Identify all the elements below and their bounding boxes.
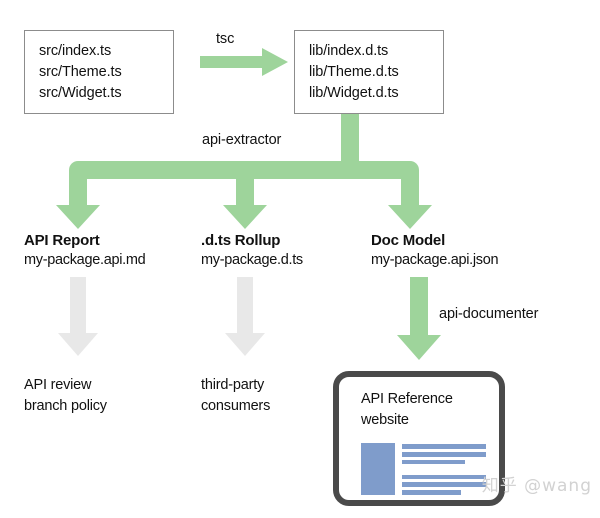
edge-label-tsc: tsc [216, 31, 235, 47]
declaration-file-line: lib/Widget.d.ts [309, 85, 399, 101]
card-title-line: website [361, 412, 409, 428]
consumer-line: consumers [201, 398, 271, 414]
mockup-bar [402, 482, 486, 488]
consumer-line: branch policy [24, 398, 107, 414]
declaration-file-line: lib/index.d.ts [309, 43, 389, 59]
declaration-file-line: lib/Theme.d.ts [309, 64, 399, 80]
mockup-bar [402, 490, 461, 495]
api-reference-website-card: API Reference website [333, 371, 505, 506]
consumer-third-party: third-party consumers [201, 375, 270, 417]
arrow-rollup-to-consumers [225, 277, 265, 356]
mockup-bar-gap [402, 467, 486, 471]
card-title-line: API Reference [361, 391, 453, 407]
arrow-api-documenter [397, 277, 441, 360]
artifact-filename: my-package.d.ts [201, 252, 303, 268]
artifact-title: API Report [24, 232, 100, 249]
artifact-dts-rollup: .d.ts Rollup my-package.d.ts [201, 231, 303, 270]
artifact-filename: my-package.api.json [371, 252, 499, 268]
consumer-line: API review [24, 377, 92, 393]
mockup-bar [402, 451, 486, 457]
artifact-title: Doc Model [371, 232, 446, 249]
edge-label-api-extractor: api-extractor [202, 132, 282, 148]
mockup-bar [402, 474, 486, 480]
website-mockup [361, 443, 486, 495]
declaration-files-box: lib/index.d.ts lib/Theme.d.ts lib/Widget… [294, 30, 444, 114]
source-file-line: src/index.ts [39, 43, 112, 59]
artifact-title: .d.ts Rollup [201, 232, 281, 249]
card-title: API Reference website [361, 389, 453, 431]
artifact-api-report: API Report my-package.api.md [24, 231, 146, 270]
arrow-tsc [200, 48, 288, 76]
arrow-api-report-to-review [58, 277, 98, 356]
source-files-box: src/index.ts src/Theme.ts src/Widget.ts [24, 30, 174, 114]
source-file-line: src/Theme.ts [39, 64, 122, 80]
mockup-bar [402, 444, 486, 449]
mockup-text-lines [402, 443, 486, 495]
source-file-line: src/Widget.ts [39, 85, 122, 101]
consumer-api-review: API review branch policy [24, 375, 107, 417]
mockup-sidebar-block [361, 443, 395, 495]
edge-label-api-documenter: api-documenter [439, 306, 539, 322]
mockup-bar [402, 459, 465, 465]
consumer-line: third-party [201, 377, 265, 393]
artifact-filename: my-package.api.md [24, 252, 146, 268]
watermark: 知乎 @wang [481, 476, 592, 496]
artifact-doc-model: Doc Model my-package.api.json [371, 231, 499, 270]
